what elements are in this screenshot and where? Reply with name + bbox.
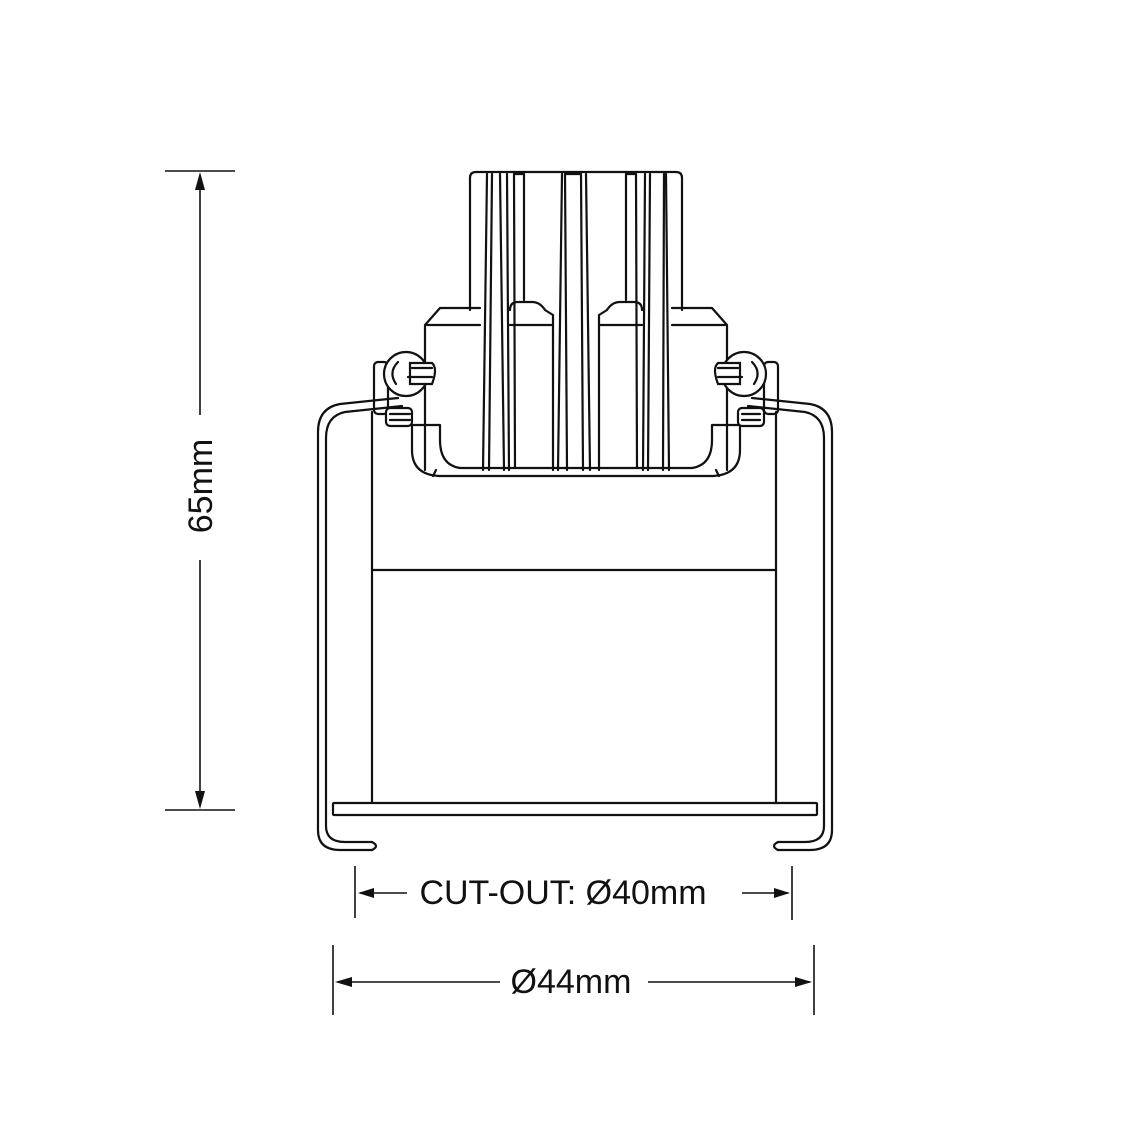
collar <box>423 306 729 472</box>
arrow-left-icon <box>358 888 374 898</box>
arrow-down-icon <box>195 791 205 809</box>
height-label: 65mm <box>182 439 220 533</box>
diameter-label: Ø44mm <box>511 963 632 1001</box>
left-spring-clip <box>316 350 437 852</box>
height-dimension: 65mm <box>165 170 235 811</box>
base-tray <box>410 423 742 478</box>
main-housing <box>331 410 819 817</box>
heatsink-body <box>468 170 684 472</box>
cutout-label: CUT-OUT: Ø40mm <box>419 874 706 912</box>
arrow-up-icon <box>195 172 205 190</box>
arrow-right-icon <box>774 888 790 898</box>
cutout-dimension: CUT-OUT: Ø40mm <box>354 866 793 920</box>
trim-flange <box>331 801 819 817</box>
arrow-left-icon <box>335 977 352 987</box>
right-spring-clip <box>713 350 834 852</box>
diameter-dimension: Ø44mm <box>332 945 815 1015</box>
arrow-right-icon <box>795 977 812 987</box>
